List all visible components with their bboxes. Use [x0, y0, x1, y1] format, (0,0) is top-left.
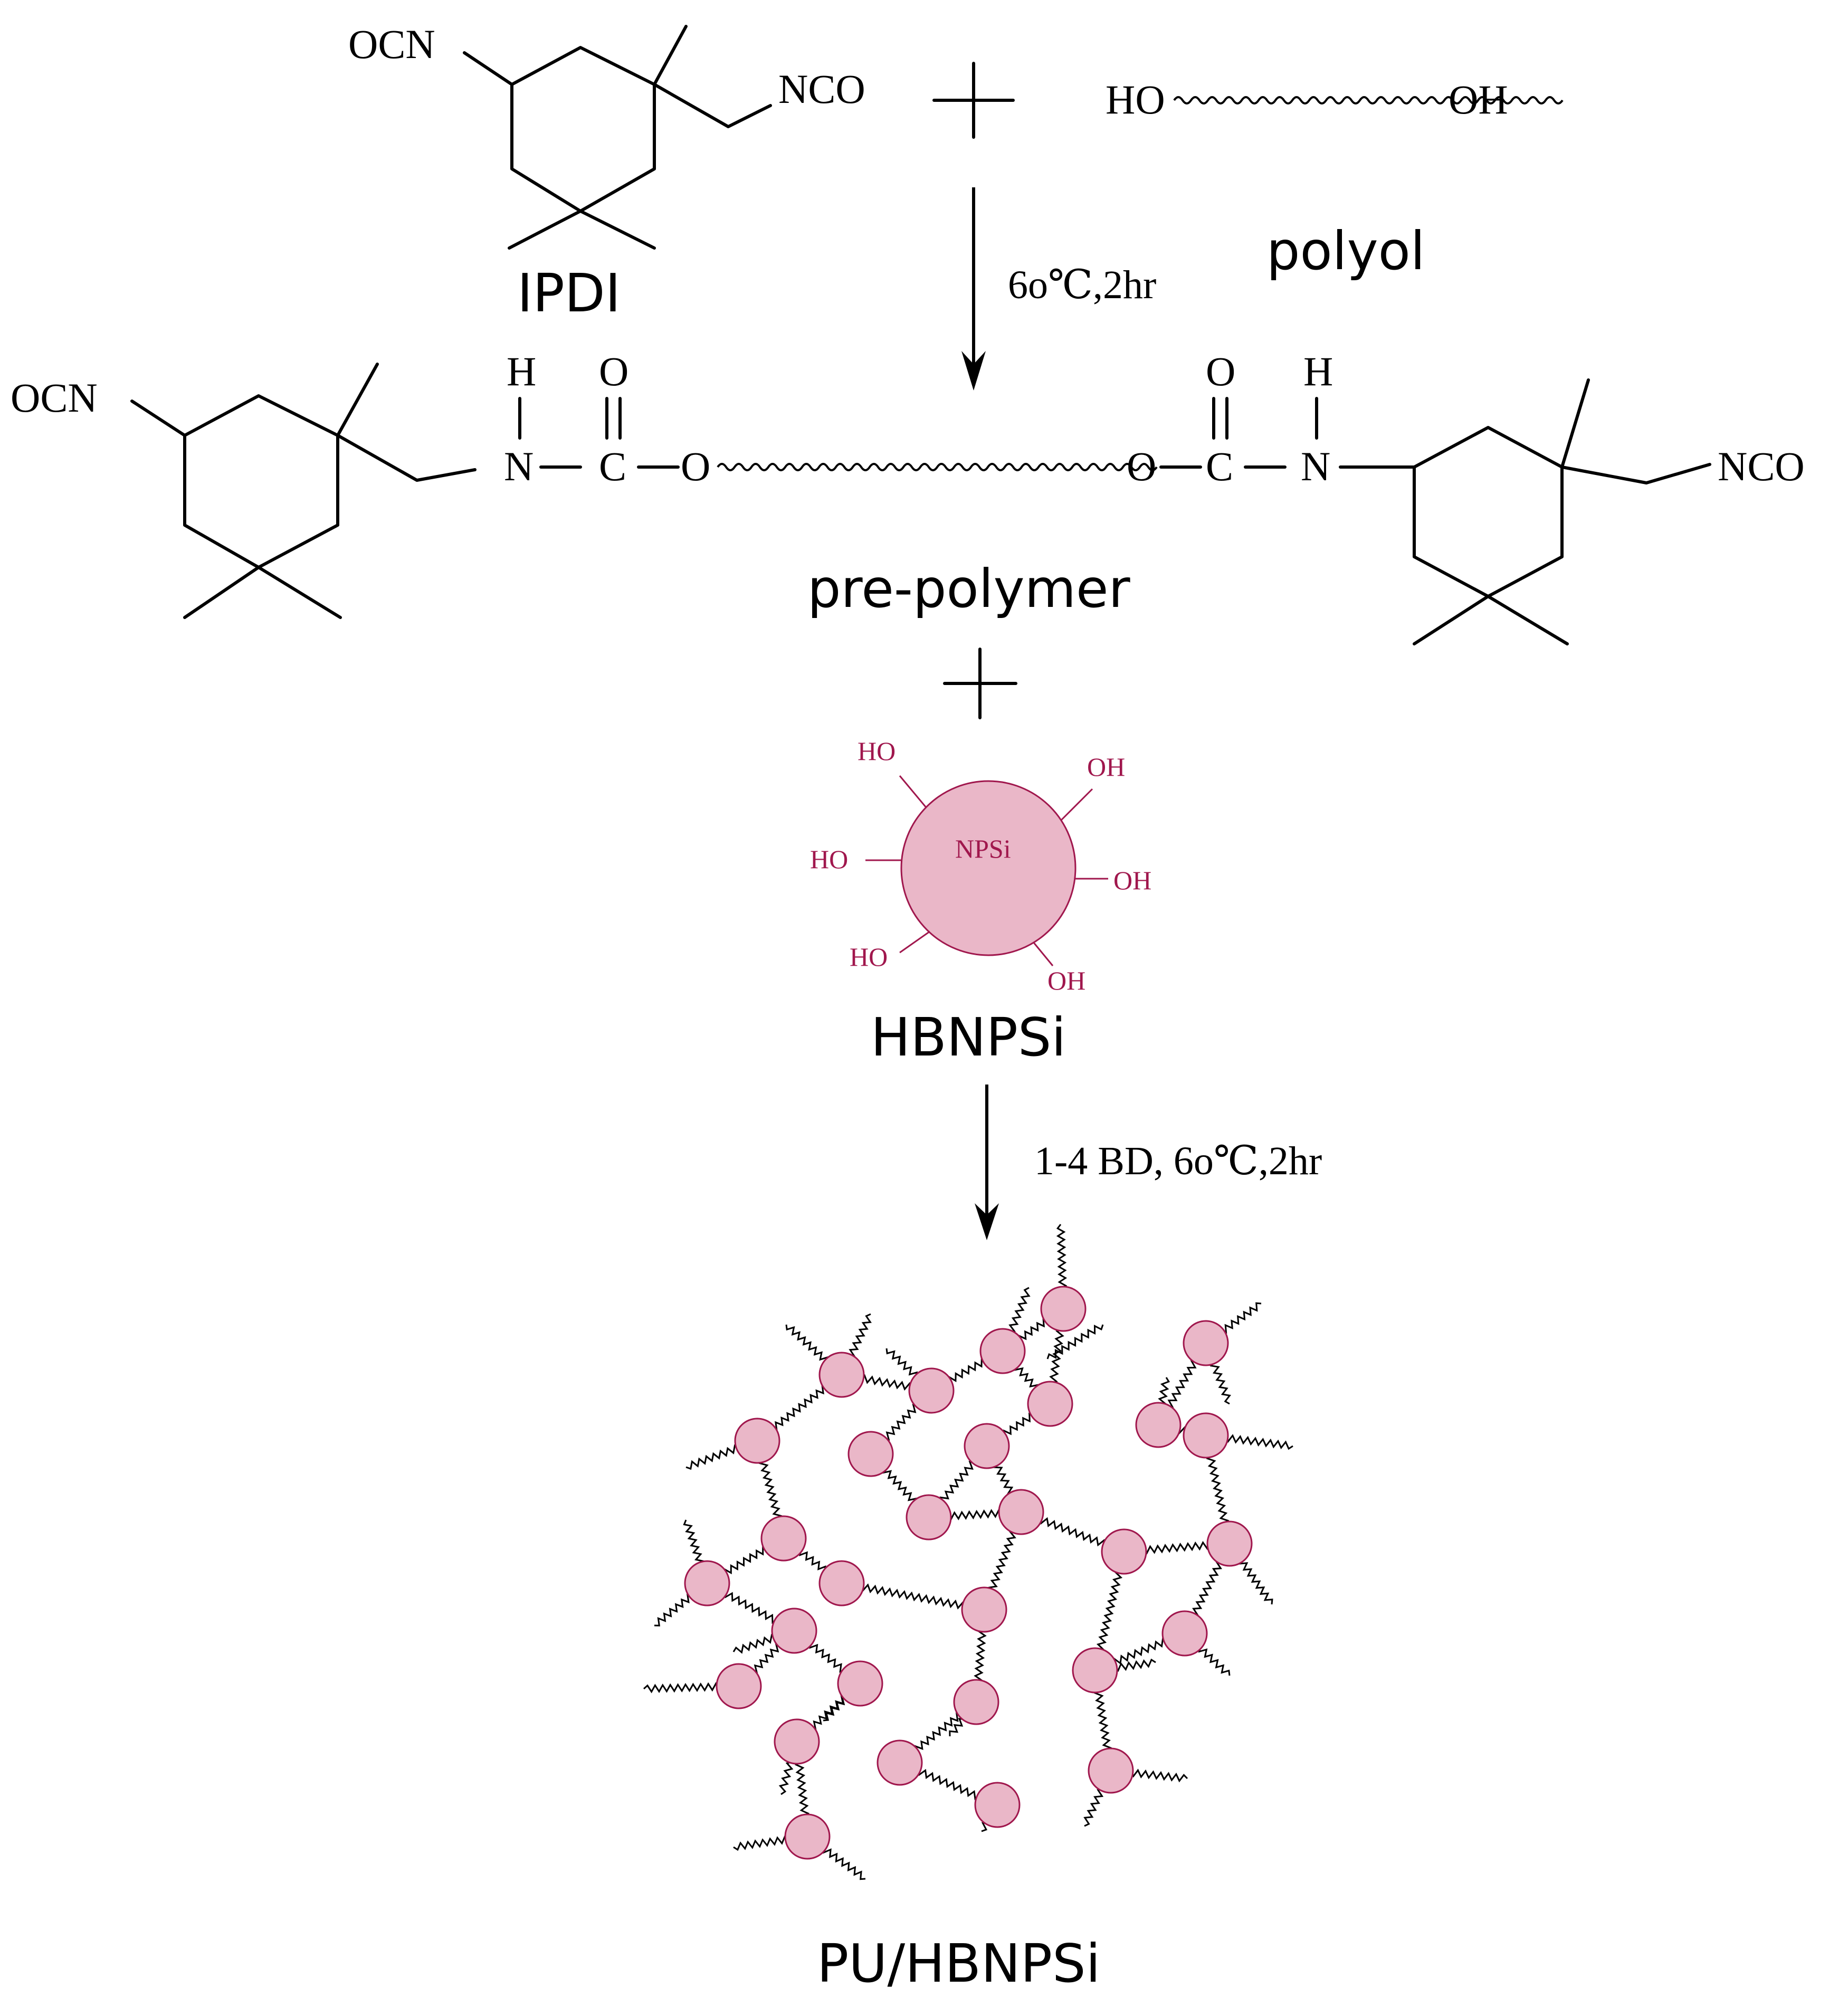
plus-sign-1	[932, 62, 1015, 139]
npsi-node	[1161, 1610, 1208, 1657]
pu-hbnpsi-network	[643, 1224, 1293, 1880]
right-n-label: N	[1301, 443, 1330, 489]
npsi-node	[961, 1586, 1007, 1633]
npsi-node	[818, 1352, 865, 1398]
npsi-node	[964, 1423, 1010, 1469]
condition-step2: 1-4 BD, 6o℃,2hr	[1034, 1139, 1322, 1183]
npsi-node	[784, 1813, 831, 1860]
polyol-label: polyol	[1266, 220, 1425, 282]
npsi-node	[998, 1489, 1044, 1535]
npsi-node	[979, 1328, 1026, 1374]
plus-sign-2	[943, 648, 1017, 719]
npsi-node	[716, 1663, 762, 1709]
npsi-label: NPSi	[955, 834, 1011, 863]
npsi-node	[774, 1718, 820, 1765]
prepolymer-chain	[717, 463, 1158, 471]
npsi-node	[1040, 1286, 1087, 1332]
prepolymer-nco-label: NCO	[1718, 443, 1805, 489]
left-c-label: C	[599, 443, 626, 489]
npsi-node	[734, 1418, 780, 1464]
hbnpsi-oh-top-left: HO	[858, 736, 896, 766]
npsi-node	[908, 1367, 955, 1414]
polymer-chain	[1046, 1324, 1104, 1359]
prepolymer-label: pre-polymer	[807, 558, 1131, 620]
right-h-label: H	[1303, 348, 1333, 394]
npsi-node	[771, 1608, 817, 1654]
hbnpsi-oh-bottom-left: HO	[850, 942, 888, 972]
ocn-label: OCN	[348, 21, 435, 67]
hbnpsi-oh-top-right: OH	[1087, 752, 1125, 782]
polyol-structure: HO OH polyol	[1106, 77, 1564, 282]
npsi-node	[847, 1431, 894, 1477]
left-carbonyl-o-label: O	[599, 348, 628, 394]
left-ester-o-label: O	[681, 443, 710, 489]
condition-step1: 6o℃,2hr	[1008, 263, 1156, 307]
npsi-node	[1135, 1402, 1182, 1448]
npsi-node	[1183, 1412, 1229, 1459]
polyol-oh-label: OH	[1449, 77, 1508, 122]
hbnpsi-label: HBNPSi	[871, 1006, 1066, 1068]
arrow-2: 1-4 BD, 6o℃,2hr	[975, 1085, 1322, 1240]
arrow-1: 6o℃,2hr	[961, 187, 1156, 391]
npsi-node	[974, 1782, 1021, 1828]
npsi-node	[1027, 1381, 1073, 1427]
hbnpsi-oh-bottom-right: OH	[1047, 966, 1085, 995]
left-n-label: N	[504, 443, 534, 489]
polyol-ho-label: HO	[1106, 77, 1165, 122]
hbnpsi-particle: NPSi HO OH HO OH HO OH HBNPSi	[810, 736, 1151, 1068]
npsi-node	[1206, 1520, 1253, 1567]
npsi-node	[684, 1560, 730, 1606]
hbnpsi-oh-left: HO	[810, 844, 848, 874]
hbnpsi-oh-right: OH	[1113, 866, 1151, 895]
npsi-node	[1088, 1747, 1134, 1794]
product-label: PU/HBNPSi	[817, 1933, 1100, 1994]
polymer-chain	[841, 1580, 985, 1613]
right-ester-o-label: O	[1127, 443, 1156, 489]
npsi-node	[760, 1515, 807, 1562]
prepolymer-ocn-label: OCN	[11, 375, 98, 421]
ipdi-structure: OCN NCO IPDI	[348, 21, 865, 324]
npsi-node	[877, 1739, 923, 1786]
npsi-node	[1072, 1647, 1118, 1694]
right-c-label: C	[1206, 443, 1233, 489]
right-carbonyl-o-label: O	[1206, 348, 1235, 394]
npsi-node	[953, 1679, 999, 1725]
npsi-node	[818, 1560, 865, 1606]
npsi-node	[1101, 1528, 1147, 1575]
nco-label: NCO	[778, 66, 865, 112]
ipdi-label: IPDI	[517, 262, 621, 324]
polyol-chain	[1173, 96, 1564, 104]
left-h-label: H	[507, 348, 536, 394]
prepolymer-structure: OCN H N O C O O O C H N NCO pre-polymer	[11, 348, 1805, 645]
npsi-node	[837, 1660, 883, 1707]
npsi-node	[906, 1494, 952, 1540]
npsi-node	[1183, 1320, 1229, 1366]
